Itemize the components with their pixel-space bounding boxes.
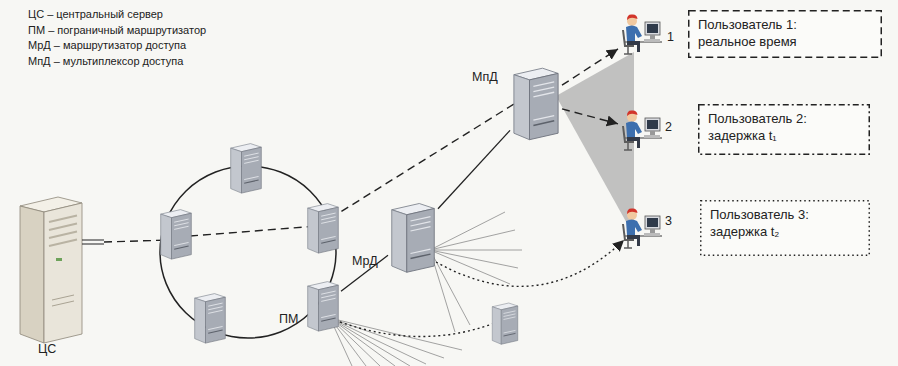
ring-router xyxy=(161,210,192,260)
route-dotted xyxy=(340,322,492,337)
access-router-node: МрД xyxy=(388,198,438,274)
note-text: Пользователь 3: задержка t₂ xyxy=(700,200,860,246)
access-multiplexer-node: МпД xyxy=(510,60,562,144)
user-icon xyxy=(623,110,662,150)
node-label: 1 xyxy=(667,30,674,44)
node-label: 2 xyxy=(665,120,672,134)
connector xyxy=(562,49,618,85)
legend-entry: МпД – мультиплексор доступа xyxy=(28,54,206,70)
dashed-outline-rect xyxy=(689,11,882,58)
connector xyxy=(562,109,618,124)
node-label: МпД xyxy=(472,70,498,84)
connector xyxy=(341,255,388,291)
dashed-outline-rect xyxy=(701,201,870,256)
user-icon xyxy=(623,14,662,54)
note-text: Пользователь 2: задержка t₁ xyxy=(698,104,858,150)
ring-router xyxy=(308,204,339,254)
multiplexer-icon xyxy=(514,68,558,140)
central-server xyxy=(20,197,82,343)
fan-line xyxy=(330,318,426,364)
fan-line xyxy=(330,318,462,350)
dashed-outline-rect xyxy=(699,105,870,155)
note-text: Пользователь 1: реальное время xyxy=(688,10,848,56)
fan-line xyxy=(430,250,522,251)
legend-entry: ЦС – центральный сервер xyxy=(28,7,206,23)
server-bays xyxy=(49,216,77,247)
user-icon xyxy=(623,208,662,248)
access-router-icon xyxy=(392,204,435,273)
border-router-node: ПМ xyxy=(305,278,341,332)
user-node: 2 xyxy=(618,108,664,152)
route-dashed xyxy=(104,240,170,242)
legend: ЦС – центральный серверПМ – пограничный … xyxy=(28,7,206,69)
node-label: ЦС xyxy=(38,342,56,356)
fan-line xyxy=(330,318,395,366)
server-led xyxy=(56,258,62,261)
user-node: 3 xyxy=(618,206,664,250)
node-label: ПМ xyxy=(279,312,298,326)
server-vents xyxy=(52,295,74,306)
server-front xyxy=(44,203,82,343)
legend-entry: ПМ – пограничный маршрутизатор xyxy=(28,23,206,39)
fan-line xyxy=(430,250,518,268)
route-dotted xyxy=(436,240,624,286)
route-dashed xyxy=(190,104,514,236)
user-note-box: Пользователь 1: реальное время xyxy=(688,10,882,58)
fan-line xyxy=(430,212,505,250)
node-label: МрД xyxy=(352,254,378,268)
user-note-box: Пользователь 3: задержка t₂ xyxy=(700,200,870,256)
fan-line xyxy=(330,318,444,358)
user-note-box: Пользователь 2: задержка t₁ xyxy=(698,104,870,155)
fan-line xyxy=(430,250,510,284)
server-side xyxy=(20,206,44,343)
ring-router xyxy=(195,294,226,344)
server-link xyxy=(82,240,104,244)
node-label: 3 xyxy=(665,214,672,228)
connector xyxy=(438,130,510,208)
access-router-small xyxy=(492,303,518,344)
fan-line xyxy=(430,230,515,250)
central-server-node: ЦС xyxy=(16,196,86,362)
ring-router xyxy=(231,144,262,194)
access-wedge xyxy=(556,52,634,236)
legend-entry: МрД – маршрутизатор доступа xyxy=(28,38,206,54)
fan-line xyxy=(430,250,470,325)
user-node: 1 xyxy=(618,12,664,56)
border-router-icon xyxy=(308,282,339,332)
